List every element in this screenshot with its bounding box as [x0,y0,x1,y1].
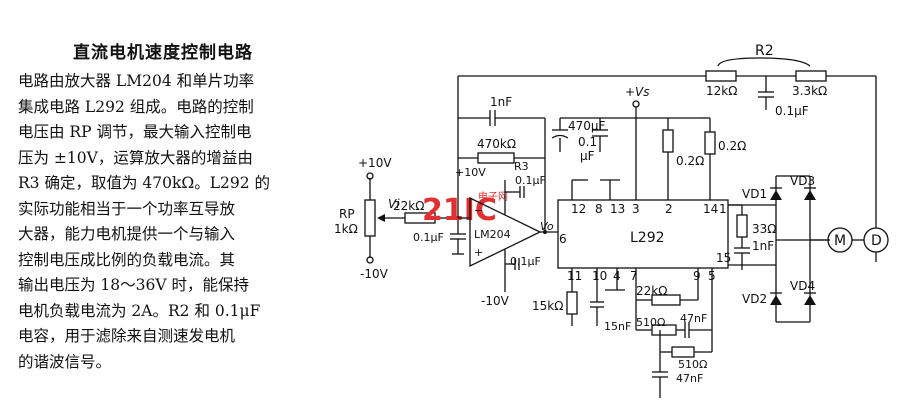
diode-bridge: VD1 VD3 VD2 VD4 [728,174,830,323]
sense-resistors: 0.2Ω 0.2Ω [662,117,746,200]
opamp-lm204: LM204 − + +10V -10V Vo [455,166,558,308]
pot-value: 1kΩ [334,222,358,236]
r-sense1-label: 0.2Ω [676,154,704,168]
pin-bottom: 10 [592,269,607,283]
tacho-feedback: 12kΩ 3.3kΩ R2 0.1μF [457,43,877,228]
article-body: 电路由放大器 LM204 和单片功率 集成电路 L292 组成。电路的控制 电压… [18,69,308,375]
article-line: 实际功能相当于一个功率互导放 [18,199,236,218]
pin-right: 15 [716,251,731,265]
article-line: 的谐波信号。 [18,352,112,371]
article-title: 直流电机速度控制电路 [73,43,253,63]
r-in-label: 22kΩ [393,199,424,213]
pin-bottom: 9 [693,269,701,283]
c-snub-label: 1nF [752,239,774,253]
article-line: 输出电压为 18～36V 时，能保持 [18,276,249,294]
pot-pos-supply: +10V [358,156,392,170]
c-fb-label: 1nF [490,95,512,109]
article-line: 控制电压成比例的负载电流。其 [18,250,236,269]
c-in-label: 0.1μF [413,231,444,244]
pin-top: 13 [610,202,625,216]
snubber: 33Ω 1nF [728,204,776,270]
c-bypass-bot-label: 0.1μF [510,255,541,268]
c-47a-label: 47nF [680,312,707,325]
pot-neg-supply: -10V [360,267,389,281]
pin-bottom: 7 [630,269,638,283]
opamp-label: LM204 [474,228,511,241]
vi-label: Vi [388,197,400,211]
c-01-label: 0.1 [578,135,597,149]
input-resistor: 22kΩ [393,199,460,224]
r-22k-label: 22kΩ [636,284,667,298]
feedback-network: 1nF 470kΩ R3 [457,95,547,234]
pin-top: 3 [632,202,640,216]
pin-left: 6 [559,232,567,246]
r2a-label: 12kΩ [706,84,737,98]
r-fb-label: 470kΩ [477,137,516,151]
pin-bottom: 11 [567,269,582,283]
pin-top: 14 [703,202,718,216]
opamp-pos-supply: +10V [455,166,486,179]
watermark-sub: 电子网 [478,190,508,203]
pin-top: 12 [571,202,586,216]
watermark-main: 21IC [422,193,497,228]
tacho-label: D [871,233,882,249]
r3-label: R3 [514,160,529,173]
article-line: 大器，能力电机提供一个与输入 [18,225,236,243]
c-15n-label: 15nF [604,320,631,333]
circuit-schematic: +10V -10V RP 1kΩ Vi 22kΩ 0.1μF 21IC 电子网 … [334,43,889,398]
pin-top: 2 [665,202,673,216]
article-line: 集成电路 L292 组成。电路的控制 [18,97,254,116]
article-line: 电机负载电流为 2A。R2 和 0.1μF [18,301,261,320]
article-panel: 直流电机速度控制电路 电路由放大器 LM204 和单片功率 集成电路 L292 … [18,38,308,375]
opamp-plus-sign: + [474,246,483,259]
driver-label: L292 [630,230,665,246]
article-line: 电压由 RP 调节，最大输入控制电 [18,123,252,141]
r-snub-label: 33Ω [752,222,776,236]
pot-name: RP [339,207,355,221]
motor-label: M [834,233,846,249]
opamp-bypass-caps: 0.1μF 0.1μF [505,174,546,270]
c-47b-label: 47nF [676,372,703,385]
pin-top: 1 [719,202,727,216]
input-capacitor: 0.1μF [413,218,466,255]
c-bypass-top-label: 0.1μF [515,174,546,187]
driver-l292: L292 6 15 12 8 13 3 2 14 1 11 10 4 7 9 5 [557,199,731,283]
vs-label: +Vs [625,85,650,99]
diode-label: VD4 [790,279,815,293]
article-line: 电路由放大器 LM204 和单片功率 [18,72,255,90]
supply-network: +Vs 470μF 0.1 μF [551,85,700,200]
motor-tacho: M D [827,227,889,262]
input-pot: +10V -10V RP 1kΩ Vi [334,156,405,281]
vo-label: Vo [540,220,554,233]
opamp-neg-supply: -10V [481,294,510,308]
article-line: R3 确定，取值为 470kΩ。L292 的 [18,174,271,192]
article-line: 电容，用于滤除来自测速发电机 [18,327,236,345]
watermark-logo: 21IC 电子网 [422,190,508,228]
diode-label: VD2 [742,292,767,306]
r2-label: R2 [755,43,774,59]
pin-top: 8 [595,202,603,216]
article-line: 压为 ±10V，运算放大器的增益由 [18,148,253,167]
bottom-network: 15kΩ 15nF 22kΩ 510Ω 47nF 510Ω 47nF [532,268,713,398]
r-510a-label: 510Ω [636,316,665,329]
diode-label: VD3 [790,174,815,188]
r2b-label: 3.3kΩ [792,84,827,98]
opamp-minus-sign: − [474,204,483,217]
r-15k-label: 15kΩ [532,299,563,313]
r-sense2-label: 0.2Ω [718,139,746,153]
c-r2-label: 0.1μF [775,104,809,118]
diode-label: VD1 [742,187,767,201]
c-01-unit: μF [580,149,595,163]
r-510b-label: 510Ω [678,358,707,371]
